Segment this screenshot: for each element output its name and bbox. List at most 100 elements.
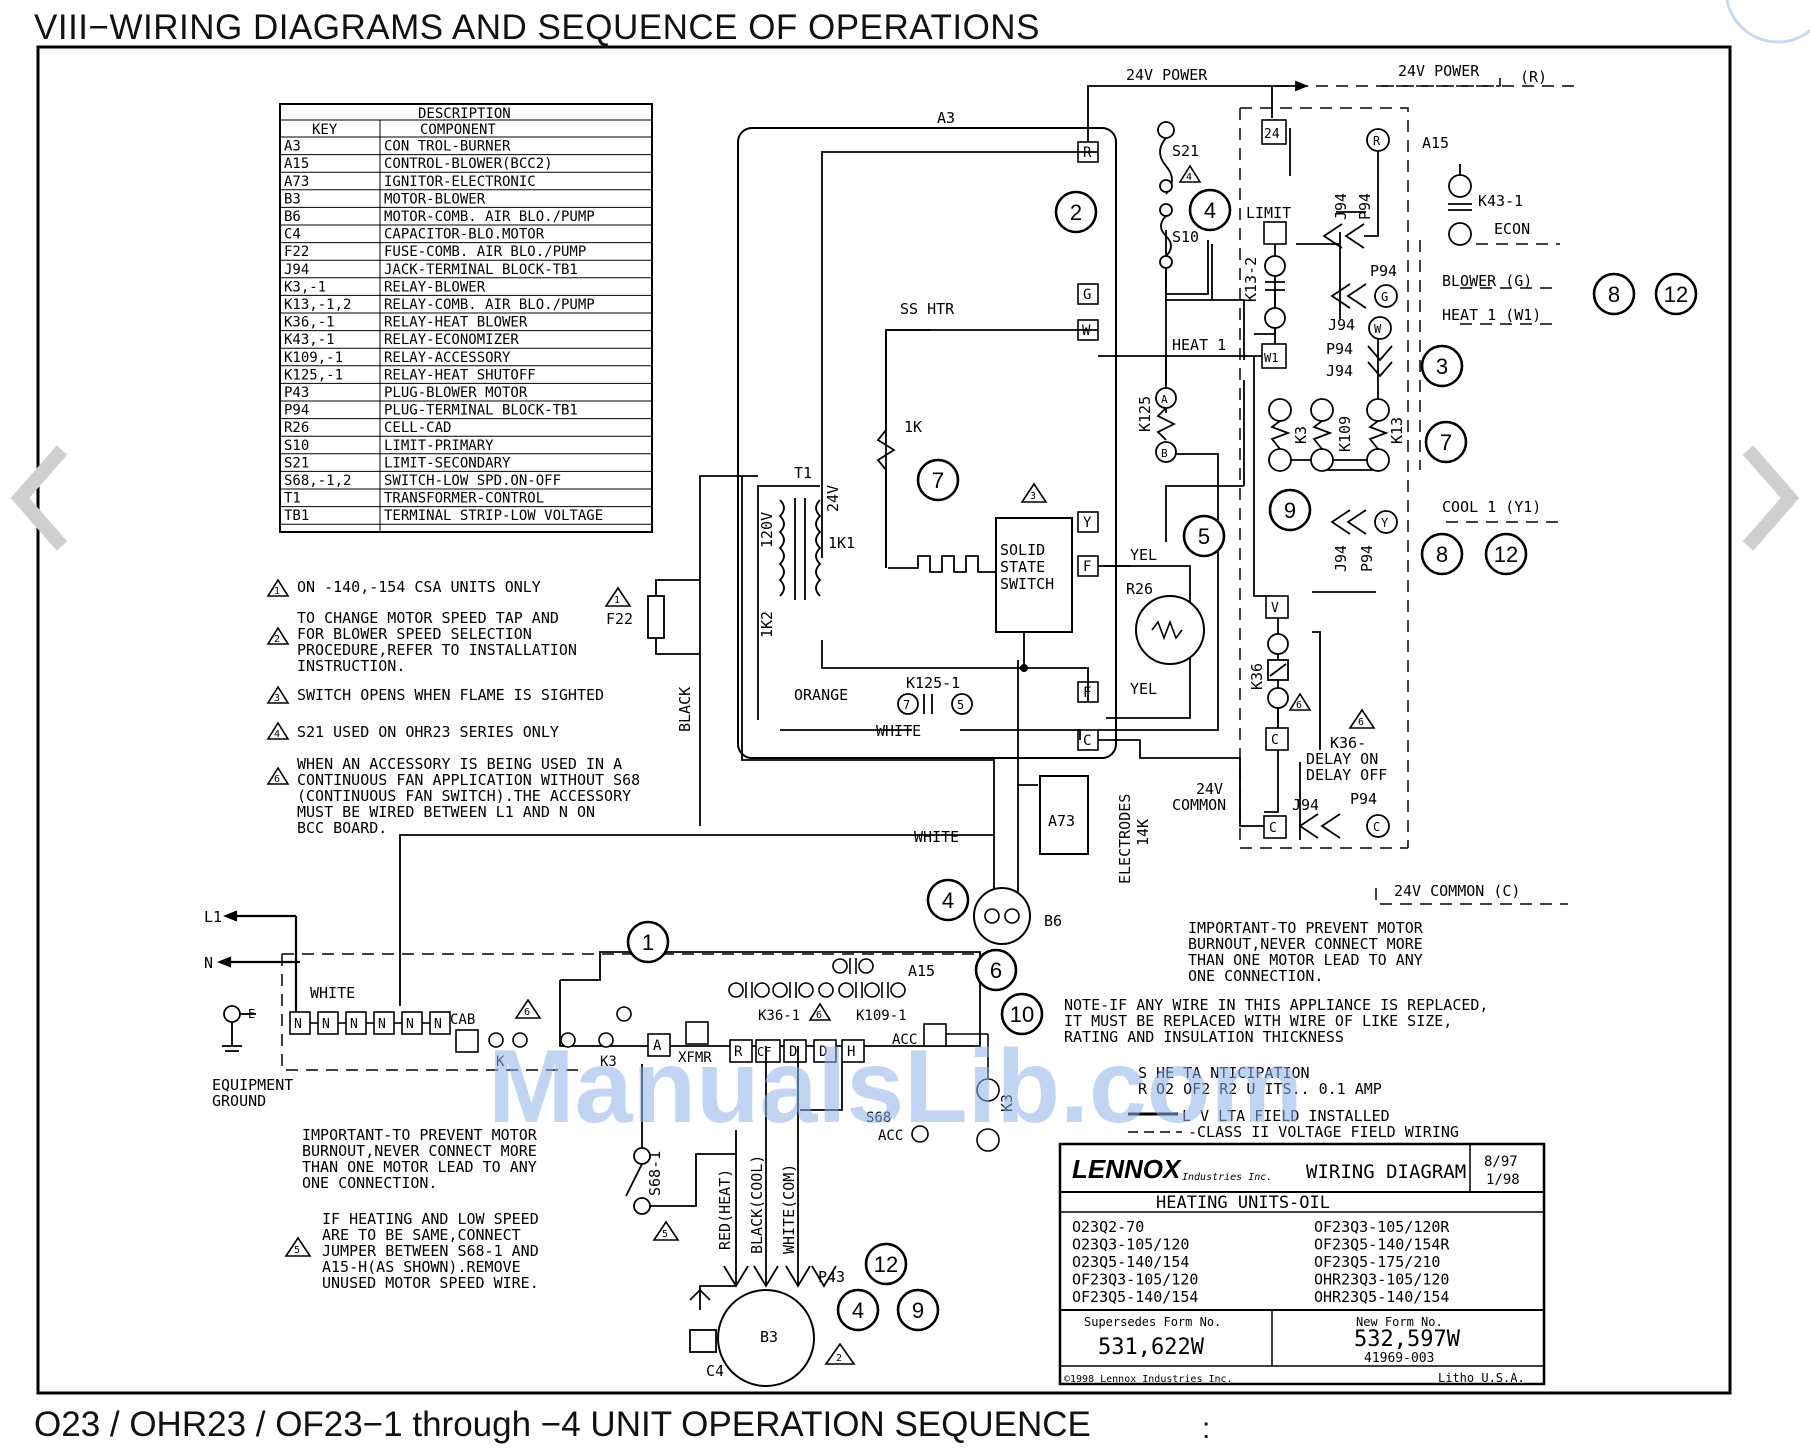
k43-1-contact-a [1448,174,1472,198]
sequence-callout-number: 7 [932,468,944,493]
important-note-left-b: BURNOUT,NEVER CONNECT MORE [302,1142,537,1160]
svg-text:6: 6 [524,1007,530,1018]
label-f22: F22 [606,610,633,628]
legend-key: P94 [284,403,309,419]
label-yel-1: YEL [1130,546,1157,564]
a3-burner-control [737,127,1117,759]
sequence-callout-circle [1000,992,1044,1036]
label-1k2: 1K2 [758,611,776,638]
legend-component: RELAY-ACCESSORY [384,350,511,366]
k36-1-triangle: 6 [808,1002,832,1021]
svg-text:H: H [847,1044,855,1060]
label-k3: K3 [1292,426,1310,444]
motor-leads [723,1046,843,1288]
label-p43: P43 [818,1268,845,1286]
relay-contact-bank [1268,330,1390,472]
legend-component: RELAY-HEAT SHUTOFF [384,367,536,383]
label-equipment-a: EQUIPMENT [212,1076,293,1094]
legend-key: F22 [284,244,309,260]
sequence-callout-circle [974,948,1018,992]
label-k36-delay-a: K36- [1330,734,1366,752]
anticipation-note-b: R O2 OF2 R2 U ITS.. 0.1 AMP [1138,1080,1382,1098]
sequence-callout-circle [916,458,960,502]
sequence-callout-number: 4 [1204,198,1216,223]
label-j94-w2: J94 [1326,362,1353,380]
legend-key: S68,-1,2 [284,473,351,489]
label-j94-common: J94 [1292,796,1319,814]
sequence-callout-number: 12 [1494,542,1518,567]
model-number: O23Q5-140/154 [1072,1253,1189,1271]
diagram-frame [36,45,1732,1395]
label-r26: R26 [1126,580,1153,598]
label-24v: 24V [824,485,842,512]
terminal-c-k36 [1265,727,1289,751]
model-number: OHR23Q3-105/120 [1314,1271,1449,1289]
svg-text:5: 5 [294,1245,300,1256]
label-orange: ORANGE [794,686,848,704]
k125-contact-5: 5 [957,698,964,712]
note-4: S21 USED ON OHR23 SERIES ONLY [297,723,559,741]
label-p94-common: P94 [1350,790,1377,808]
svg-text:Y: Y [1083,515,1092,531]
label-k13: K13 [1388,417,1406,444]
legend-key: B6 [284,209,301,225]
label-n: N [204,954,213,972]
label-white-com: WHITE(COM) [780,1164,798,1254]
label-p94-w: P94 [1326,340,1353,358]
footer-colon: : [1202,1412,1211,1445]
new-form-label: New Form No. [1356,1315,1443,1329]
svg-text:C: C [1083,733,1091,749]
label-red-heat: RED(HEAT) [716,1169,734,1250]
legend-component: LIMIT-PRIMARY [384,438,494,454]
label-s68-1: S68-1 [646,1151,664,1196]
note-2d: INSTRUCTION. [297,657,405,675]
note-5a: WHEN AN ACCESSORY IS BEING USED IN A [297,755,622,773]
k13-2-contacts [1264,255,1286,344]
a15-relay-contacts [488,958,1000,1152]
legend-component: RELAY-BLOWER [384,279,486,295]
sequence-callout-number: 12 [1664,282,1688,307]
previous-page-button[interactable] [0,440,80,560]
svg-text:W: W [1082,323,1091,339]
label-cool-y1: COOL 1 (Y1) [1442,498,1541,516]
label-k36-1: K36-1 [758,1008,800,1024]
svg-text:A: A [1161,393,1168,406]
sequence-callout-circle [626,920,670,964]
s68-triangle: 5 [652,1220,680,1241]
models-right: OF23Q3-105/120ROF23Q5-140/154ROF23Q5-175… [1314,1218,1450,1306]
label-c4: C4 [706,1362,724,1380]
legend-header-component: COMPONENT [420,122,496,138]
comb-air-motor-b6 [973,887,1031,945]
svg-text:E: E [248,1007,255,1021]
sequence-callout-circle [1420,344,1464,388]
model-number: O23Q3-105/120 [1072,1236,1189,1254]
legend-component: IGNITOR-ELECTRONIC [384,174,536,190]
svg-text:CF: CF [757,1045,771,1059]
legend-component: JACK-TERMINAL BLOCK-TB1 [384,262,578,278]
sequence-callout-circle [1054,190,1098,234]
label-r-paren: (R) [1520,68,1547,86]
note-5b: CONTINUOUS FAN APPLICATION WITHOUT S68 [297,771,640,789]
legend-key: B3 [284,191,301,207]
label-24v-power-right: 24V POWER [1398,62,1480,80]
next-page-button[interactable] [1730,440,1810,560]
a15-blower-control [559,951,981,1047]
sequence-callout-number: 6 [990,958,1002,983]
label-k109: K109 [1336,416,1354,452]
legend-key: S21 [284,455,309,471]
k125-contact-7: 7 [903,698,910,712]
sequence-callout-circle [1420,532,1464,576]
model-number: OF23Q5-140/154R [1314,1236,1450,1254]
label-t1: T1 [794,464,812,482]
label-24v-power-top: 24V POWER [1126,66,1208,84]
zoom-button[interactable] [1710,0,1810,50]
legend-component: RELAY-ECONOMIZER [384,332,519,348]
legend-key: K3,-1 [284,279,326,295]
terminal-c-common [1263,815,1287,839]
sequence-callout-number: 3 [1436,354,1448,379]
speed-note-b: ARE TO BE SAME,CONNECT [322,1226,521,1244]
label-k36-delay-b: DELAY ON [1306,750,1378,768]
capacitor-c4 [689,1329,717,1353]
